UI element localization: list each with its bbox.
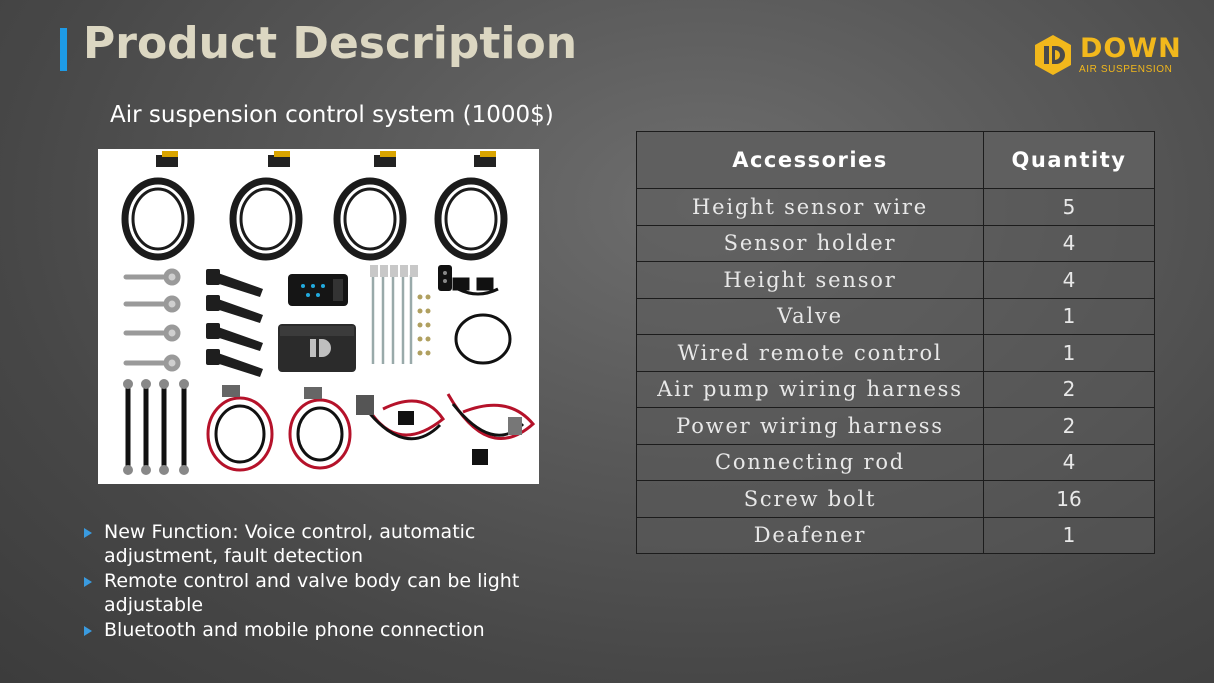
screw-bolt-icon	[371, 275, 413, 364]
height-sensor-wire-coil-icon	[434, 151, 508, 261]
sensor-holder-icon	[123, 268, 181, 372]
feature-text: Bluetooth and mobile phone connection	[104, 619, 485, 641]
wired-remote-control-icon	[288, 274, 348, 306]
air-pump-harness-icon	[206, 385, 352, 472]
accessory-quantity: 4	[983, 261, 1155, 299]
accessory-quantity: 1	[983, 334, 1155, 372]
bullet-arrow-icon	[84, 528, 92, 538]
small-harness-icon	[452, 277, 512, 365]
page-title: Product Description	[83, 18, 578, 69]
bullet-arrow-icon	[84, 626, 92, 636]
bullet-arrow-icon	[84, 577, 92, 587]
brand-tagline: AIR SUSPENSION	[1079, 64, 1173, 75]
key-fob-icon	[438, 265, 452, 291]
feature-item: Remote control and valve body can be lig…	[82, 569, 562, 617]
accessory-name: Power wiring harness	[636, 407, 984, 445]
header-quantity: Quantity	[983, 131, 1155, 189]
brand-logo: DOWN AIR SUSPENSION	[1032, 32, 1184, 78]
height-sensor-wire-coil-icon	[229, 151, 303, 261]
accessory-quantity: 2	[983, 407, 1155, 445]
rod-end-icon	[123, 379, 189, 475]
accessory-name: Wired remote control	[636, 334, 984, 372]
accessory-name: Air pump wiring harness	[636, 370, 984, 408]
accessory-quantity: 1	[983, 516, 1155, 554]
accessory-quantity: 1	[983, 297, 1155, 335]
title-accent-bar	[60, 28, 67, 71]
accessory-name: Sensor holder	[636, 224, 984, 262]
header-accessories: Accessories	[636, 131, 984, 189]
nut-washer-icon	[417, 294, 431, 356]
fitting-icon	[370, 265, 418, 277]
accessory-name: Deafener	[636, 516, 984, 554]
accessory-name: Valve	[636, 297, 984, 335]
power-harness-icon	[356, 393, 536, 465]
accessory-name: Screw bolt	[636, 480, 984, 518]
height-sensor-icon	[206, 269, 263, 377]
feature-item: Bluetooth and mobile phone connection	[82, 618, 562, 642]
table-header-row: Accessories Quantity	[636, 131, 1155, 189]
accessory-name: Height sensor wire	[636, 188, 984, 226]
accessory-quantity: 4	[983, 224, 1155, 262]
accessory-quantity: 5	[983, 188, 1155, 226]
brand-mark-icon	[1035, 35, 1071, 75]
accessory-quantity: 4	[983, 443, 1155, 481]
feature-item: New Function: Voice control, automatic a…	[82, 520, 562, 568]
connecting-rod-icon	[125, 384, 187, 470]
accessory-name: Connecting rod	[636, 443, 984, 481]
accessory-name: Height sensor	[636, 261, 984, 299]
feature-text: New Function: Voice control, automatic a…	[104, 521, 476, 567]
brand-name: DOWN	[1080, 33, 1182, 64]
height-sensor-wire-coil-icon	[121, 151, 195, 261]
feature-text: Remote control and valve body can be lig…	[104, 570, 520, 616]
product-subtitle: Air suspension control system (1000$)	[110, 102, 554, 128]
valve-body-icon	[278, 324, 356, 372]
feature-list: New Function: Voice control, automatic a…	[82, 520, 562, 643]
product-kit-photo	[98, 149, 539, 484]
height-sensor-wire-coil-icon	[333, 151, 407, 261]
accessory-quantity: 16	[983, 480, 1155, 518]
accessory-quantity: 2	[983, 370, 1155, 408]
